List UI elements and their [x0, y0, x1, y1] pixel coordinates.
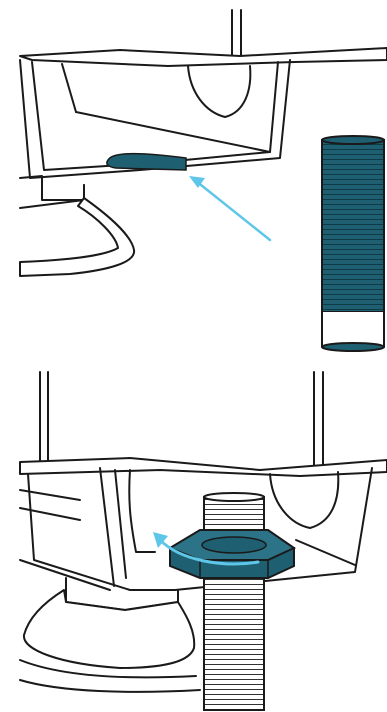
upright-posts — [39, 371, 324, 473]
panel-cutout — [187, 65, 252, 118]
upright-post — [231, 9, 242, 61]
threaded-bolt — [203, 492, 265, 711]
step-1-panel — [19, 9, 387, 352]
threaded-bolt — [321, 135, 385, 352]
panel-cutout — [269, 471, 340, 529]
support-bracket — [27, 467, 373, 591]
step-2-panel — [19, 371, 387, 711]
hex-nut — [167, 529, 297, 579]
cabinet-bottom — [19, 47, 387, 67]
bolt-slot — [106, 152, 187, 171]
arrow-up-left-icon — [189, 176, 272, 242]
rotate-arrow-icon — [153, 532, 260, 566]
cabinet-bottom — [19, 457, 387, 477]
leveling-foot — [19, 577, 201, 693]
support-bracket — [19, 59, 291, 179]
leveling-foot — [19, 175, 136, 277]
